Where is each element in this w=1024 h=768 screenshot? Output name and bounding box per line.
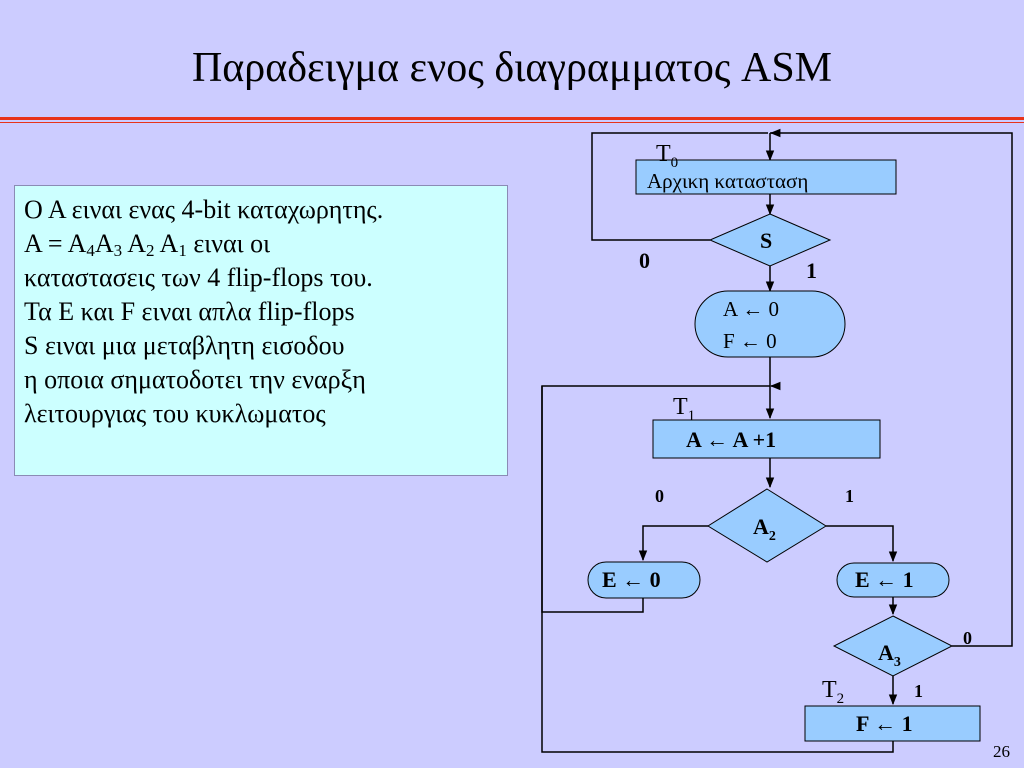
state-label-t1: T1 (673, 394, 695, 424)
f-set-text: F ← 1 (856, 711, 913, 736)
a2-zero-label: 0 (655, 486, 664, 506)
title-rule-top (0, 117, 1024, 120)
description-line: η οποια σηματοδοτει την εναρξη (24, 365, 366, 394)
a2-decision-label: A2 (753, 514, 776, 544)
reset-a-text: A ← 0 (723, 297, 779, 321)
s-zero-label: 0 (639, 248, 650, 273)
page-number: 26 (993, 742, 1010, 761)
description-line: λειτουργιας του κυκλωματος (24, 399, 326, 428)
description-line: Ο Α ειναι ενας 4-bit καταχωρητης. (24, 195, 384, 224)
a3-one-label: 1 (914, 681, 923, 701)
title-rule-bottom (0, 122, 1024, 123)
s-one-label: 1 (806, 258, 817, 283)
a3-zero-loop (770, 132, 1013, 647)
a2-decision-diamond (707, 488, 827, 563)
a2-zero-arrow (638, 525, 708, 562)
f-set-loop (541, 386, 894, 753)
description-line: Α = Α4Α3 Α2 Α1 ειναι οι (24, 229, 271, 260)
reset-output-box (694, 290, 846, 358)
description-line: Τα E και F ειναι απλα flip-flops (24, 297, 355, 326)
state-label-t2: T2 (822, 677, 844, 707)
a3-decision-diamond (832, 615, 954, 677)
connectors (541, 132, 1013, 753)
init-state-box (635, 159, 897, 195)
f-set-state-box (804, 705, 981, 742)
a2-one-label: 1 (845, 486, 854, 506)
e-clear-output-box (587, 561, 701, 599)
reset-f-text: F ← 0 (723, 329, 777, 353)
s-decision-label: S (760, 228, 772, 253)
e-set-text: E ← 1 (855, 567, 914, 592)
a2-one-arrow (826, 525, 898, 563)
s-zero-loop (591, 132, 768, 241)
increment-text: A ← A +1 (686, 427, 776, 452)
description-line: S ειναι μια μεταβλητη εισοδου (24, 331, 345, 360)
increment-state-box (652, 419, 881, 459)
a3-decision-label: A3 (878, 640, 901, 670)
init-state-text: Αρχικη κατασταση (647, 169, 808, 193)
description-box: Ο Α ειναι ενας 4-bit καταχωρητης. Α = Α4… (14, 185, 508, 476)
s-decision-diamond (708, 213, 832, 267)
description-line: καταστασεις των 4 flip-flops του. (24, 263, 373, 292)
e-set-output-box (836, 562, 950, 598)
e-clear-text: E ← 0 (602, 567, 661, 592)
state-label-t0: T0 (656, 141, 678, 171)
slide-title: Παραδειγμα ενος διαγραμματος ASM (191, 45, 833, 91)
a3-zero-label: 0 (963, 628, 972, 648)
